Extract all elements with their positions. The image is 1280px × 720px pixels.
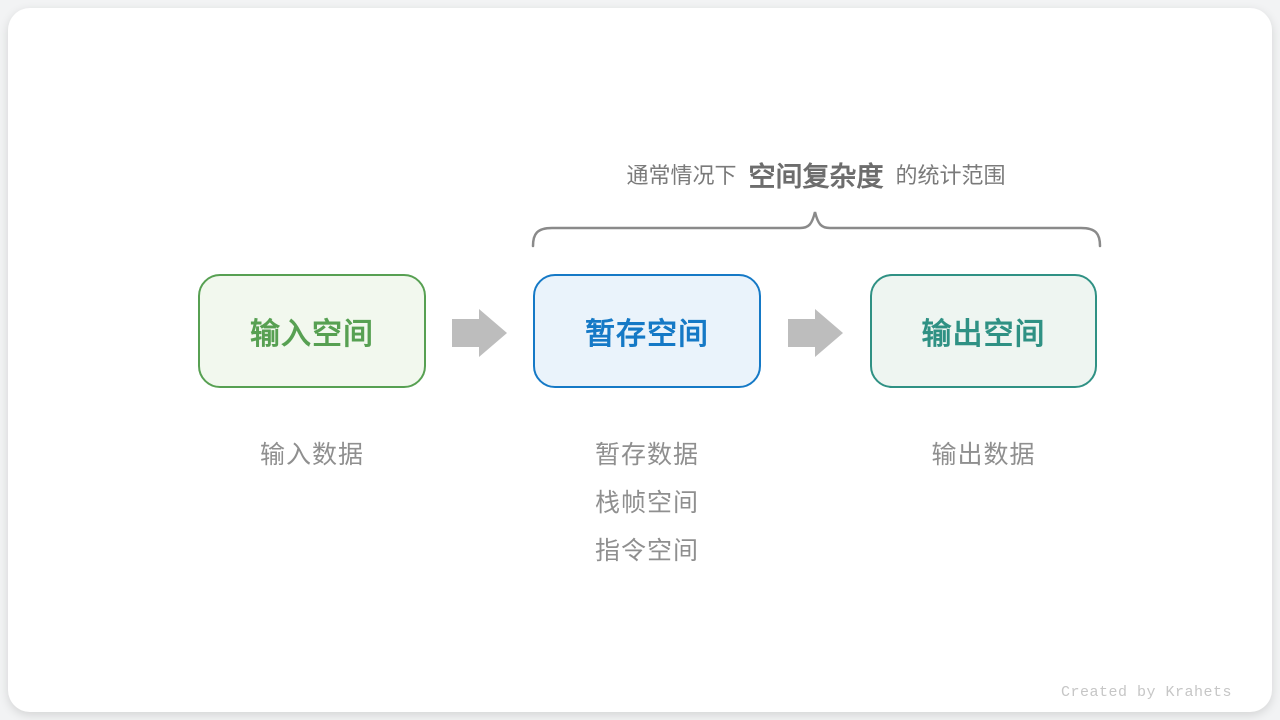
node-temp-space: 暂存空间: [533, 274, 761, 388]
sublabel-temp-data: 暂存数据: [594, 441, 699, 469]
sublabels-input: 输入数据: [198, 431, 426, 479]
sublabel-output-data: 输出数据: [931, 441, 1036, 469]
sublabel-instruction-space: 指令空间: [594, 537, 699, 565]
sublabels-temp: 暂存数据 栈帧空间 指令空间: [533, 431, 761, 575]
annotation-suffix: 的统计范围: [895, 163, 1006, 188]
annotation-title: 通常情况下 空间复杂度 的统计范围: [466, 154, 1166, 194]
node-input-space: 输入空间: [198, 274, 426, 388]
annotation-highlight: 空间复杂度: [748, 161, 884, 192]
node-output-space-label: 输出空间: [921, 318, 1046, 351]
sublabels-output: 输出数据: [870, 431, 1097, 479]
sublabel-input-data: 输入数据: [259, 441, 364, 469]
curly-brace-icon: [531, 211, 1102, 248]
annotation-prefix: 通常情况下: [626, 163, 737, 188]
arrow-right-icon: [452, 309, 507, 357]
sublabel-stack-frame-space: 栈帧空间: [594, 489, 699, 517]
node-temp-space-label: 暂存空间: [585, 318, 709, 351]
node-output-space: 输出空间: [870, 274, 1097, 388]
card: 通常情况下 空间复杂度 的统计范围 输入空间 暂存空间 输出空间 输入数据 暂存…: [8, 8, 1272, 712]
arrow-right-icon: [788, 309, 843, 357]
credit-text: Created by Krahets: [1060, 684, 1232, 701]
node-input-space-label: 输入空间: [250, 318, 374, 351]
